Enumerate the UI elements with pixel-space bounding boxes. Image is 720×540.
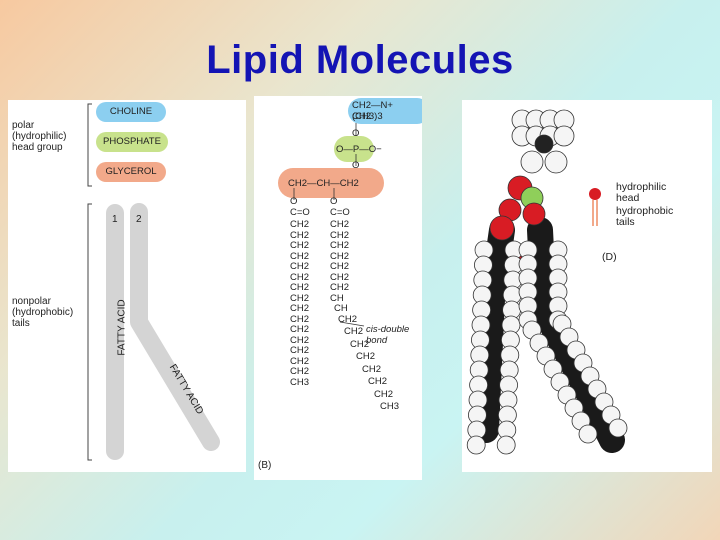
- phosphate-group: PHOSPHATE: [96, 132, 168, 152]
- chain-left-group: CH2: [290, 219, 310, 230]
- choline-formula-2: CH2: [352, 111, 372, 122]
- hydrogen-atom: [608, 418, 628, 438]
- legend-head-icon: [589, 188, 601, 200]
- chain-right-group: CH2: [368, 376, 388, 387]
- hydrophilic-head-label: hydrophilic head: [616, 181, 667, 204]
- nonpolar-tails-label: nonpolar (hydrophobic) tails: [12, 296, 74, 329]
- chain-2-number: 2: [136, 214, 142, 225]
- chain-right-group: CH2: [356, 351, 376, 362]
- chain-left-group: CH2: [290, 355, 310, 367]
- chain-right-group: CH: [330, 292, 344, 304]
- head-group-bracket: [87, 103, 92, 187]
- chain-right-group: CH2: [344, 326, 364, 337]
- hydrogen-atom: [520, 150, 544, 174]
- formula-svg: [278, 98, 422, 327]
- phosphate-o-bottom: O: [352, 160, 360, 171]
- hydrogen-atom: [466, 435, 486, 455]
- chain-right-group: CH: [334, 303, 348, 314]
- carbonyl-right: C=O: [330, 207, 350, 218]
- chain-right-group: CH2: [362, 363, 382, 375]
- fatty-acid-label-1: FATTY ACID: [116, 299, 128, 356]
- panel-d-label: (D): [602, 251, 617, 263]
- panel-b-label: (B): [258, 460, 272, 471]
- choline-highlight: [348, 98, 422, 124]
- ester-o-left: O: [290, 196, 298, 207]
- chain-left-group: CH2: [290, 250, 310, 262]
- chain-left-group: CH2: [290, 334, 310, 346]
- slide-title: Lipid Molecules: [206, 38, 514, 82]
- chain-right-group: CH2: [330, 240, 350, 251]
- chain-left-group: CH2: [290, 292, 310, 304]
- space-filling-panel: hydrophilic head hydrophobic tails (D): [462, 100, 712, 472]
- hydrogen-atom: [578, 424, 598, 444]
- chain-left-group: CH2: [290, 282, 310, 293]
- chain-left-group: CH2: [290, 366, 310, 377]
- space-filling-model: [466, 109, 628, 455]
- schematic-svg: [87, 103, 220, 461]
- cis-bond-pointer: [339, 321, 365, 327]
- chain-left-group: CH2: [290, 345, 310, 356]
- carbonyl-left: C=O: [290, 207, 310, 218]
- phosphate-highlight: [334, 136, 374, 162]
- hydrogen-atom: [553, 125, 575, 147]
- phosphate-formula: O—P—O−: [336, 144, 382, 155]
- chain-right-group: CH2: [330, 282, 350, 293]
- chain-right-group: CH2: [330, 229, 350, 241]
- chain-left-group: CH2: [290, 313, 310, 325]
- schematic-panel: polar (hydrophilic) head group nonpolar …: [8, 100, 246, 472]
- chain-left-group: CH2: [290, 229, 310, 241]
- chain-right-group: CH3: [380, 401, 400, 412]
- polar-head-label: polar (hydrophilic) head group: [12, 120, 67, 153]
- hydrophobic-tails-label: hydrophobic tails: [616, 205, 674, 228]
- carbon-atom: [534, 134, 554, 154]
- glycerol-group: GLYCEROL: [96, 162, 166, 182]
- chain-right-group: CH2: [330, 250, 350, 262]
- chain-left-group: CH3: [290, 376, 310, 388]
- chain-left-group: CH2: [290, 240, 310, 251]
- chain-right-group: CH2: [330, 271, 350, 283]
- chain-left-group: CH2: [290, 271, 310, 283]
- oxygen-atom: [522, 202, 546, 226]
- choline-group: CHOLINE: [96, 102, 166, 122]
- chain-1-number: 1: [112, 214, 118, 225]
- chain-right-group: CH2: [330, 219, 350, 230]
- chain-right-group: CH2: [338, 313, 358, 325]
- hydrogen-atom: [544, 150, 568, 174]
- hydrogen-atom: [496, 435, 516, 455]
- glycerol-highlight: [278, 168, 384, 198]
- chain-right-group: CH2: [330, 261, 350, 272]
- fatty-acid-tail-2: [130, 203, 220, 451]
- chain-right-group: CH2: [374, 388, 394, 400]
- fatty-acid-tail-1: [106, 204, 124, 460]
- cis-double-bond-label: cis-double bond: [366, 324, 410, 346]
- phosphate-o-top: O: [352, 128, 360, 139]
- carbon-backbone: [473, 217, 625, 453]
- chain-left-group: CH2: [290, 303, 310, 314]
- chain-left-group: CH2: [290, 261, 310, 272]
- chain-right-group: CH2: [350, 338, 370, 350]
- ester-o-right: O: [330, 196, 338, 207]
- lipid-legend-icon: [589, 188, 601, 226]
- formula-panel: CH2—N+(CH3)3 CH2 O O—P—O− O CH2—CH—CH2 O…: [254, 96, 422, 480]
- glycerol-formula: CH2—CH—CH2: [288, 178, 359, 189]
- chain-left-group: CH2: [290, 324, 310, 335]
- choline-formula-1: CH2—N+(CH3)3: [352, 100, 393, 122]
- tails-bracket: [87, 203, 92, 461]
- oxygen-atom: [489, 215, 515, 241]
